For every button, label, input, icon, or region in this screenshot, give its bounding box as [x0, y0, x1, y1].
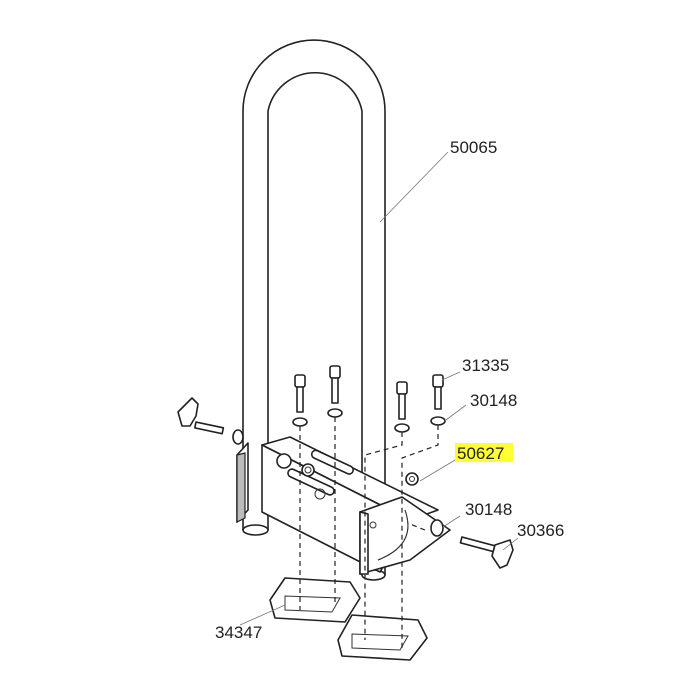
left-knob: [177, 397, 225, 435]
bolt: [329, 365, 341, 404]
label-50627: 50627: [457, 444, 504, 463]
label-50065: 50065: [450, 138, 497, 157]
label-30148-side: 30148: [465, 500, 512, 519]
knob-30366: [459, 536, 514, 569]
washers-30148: [232, 408, 446, 537]
label-30148-top: 30148: [470, 391, 517, 410]
highlight-50627: [455, 443, 513, 462]
assembly-lines: [299, 417, 439, 650]
bolts-31335: [294, 365, 444, 420]
label-34347: 34347: [215, 623, 262, 642]
nut-50627: [405, 472, 419, 486]
leader-lines: [239, 151, 519, 626]
label-31335: 31335: [462, 356, 509, 375]
bolt: [396, 381, 408, 420]
label-30366: 30366: [517, 521, 564, 540]
bolt: [294, 374, 306, 413]
foot-pads-34347: [269, 577, 428, 661]
bolt: [432, 374, 444, 410]
left-side-plate: [236, 442, 315, 523]
